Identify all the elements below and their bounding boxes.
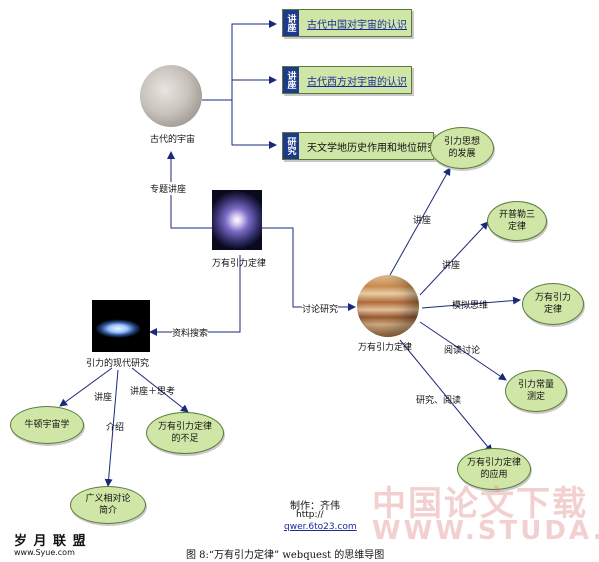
connector-galaxy-moon <box>167 151 212 229</box>
moon-image <box>140 65 202 127</box>
galaxy-image <box>212 190 262 250</box>
connector-jupiter-application <box>399 339 493 453</box>
lecture-ancient-china-link[interactable]: 古代中国对宇宙的认识 <box>307 19 407 31</box>
jupiter-image <box>357 275 419 337</box>
ellipse-kepler[interactable]: 开普勒三定律 <box>487 201 547 241</box>
ellipse-gravity-constant[interactable]: 引力常量测定 <box>505 370 567 412</box>
research-node[interactable]: 研究 天文学地历史作用和地位研究 <box>282 132 437 160</box>
url-line-1: http:// <box>296 510 324 520</box>
watermark-left: 岁 月 联 盟 <box>14 534 87 549</box>
connector-galaxy-jupiter <box>262 227 356 311</box>
discuss-research-label: 讨论研究 <box>302 302 339 315</box>
research-text: 天文学地历史作用和地位研究 <box>307 142 437 154</box>
edge-label-lecture-think: 讲座＋思考 <box>130 387 176 397</box>
research-tag: 研究 <box>283 133 299 159</box>
lecture-tag: 讲座 <box>283 10 299 36</box>
comet-image <box>92 300 150 352</box>
watermark-left-url: www.Syue.com <box>14 548 75 557</box>
connector-jupiter-law <box>421 296 521 309</box>
ellipse-newton[interactable]: 牛顿宇宙学 <box>10 406 84 444</box>
edge-label-lecture-newton: 讲座 <box>94 393 113 403</box>
ellipse-application[interactable]: 万有引力定律的应用 <box>457 448 531 490</box>
connector-jupiter-constant <box>419 321 507 381</box>
edge-label-intro: 介绍 <box>106 423 125 433</box>
connector-jupiter-thought <box>389 167 451 276</box>
lecture-node-ancient-china[interactable]: 讲座 古代中国对宇宙的认识 <box>282 9 412 37</box>
jupiter-gravity-law-label: 万有引力定律 <box>358 343 413 353</box>
edge-label-research-read: 研究、阅读 <box>416 396 462 406</box>
lecture-node-ancient-west[interactable]: 讲座 古代西方对宇宙的认识 <box>282 66 412 94</box>
ellipse-gravity-law[interactable]: 万有引力定律 <box>522 283 584 325</box>
connector-jupiter-kepler <box>419 221 489 296</box>
ancient-universe-label: 古代的宇宙 <box>150 135 196 145</box>
edge-label-model-think: 模拟思维 <box>452 301 489 311</box>
special-lecture-label: 专题讲座 <box>150 182 187 195</box>
connector-modern-relativity <box>104 369 119 487</box>
connector-moon-research <box>231 110 277 149</box>
connector-modern-newton <box>59 367 113 407</box>
edge-label-read-discuss: 阅读讨论 <box>444 346 481 356</box>
author-text: 制作：齐伟 <box>290 501 340 512</box>
ellipse-shortcoming[interactable]: 万有引力定律的不足 <box>146 412 224 454</box>
lecture-tag: 讲座 <box>283 67 299 93</box>
url-line-2[interactable]: qwer.6to23.com <box>284 522 357 532</box>
edge-label-lecture-thought: 讲座 <box>413 216 432 226</box>
modern-research-label: 引力的现代研究 <box>86 359 150 369</box>
edge-label-lecture-kepler: 讲座 <box>442 261 461 271</box>
watermark-right-cn: 中国论文下载 <box>372 484 588 524</box>
watermark-right-en: WWW.STUDA. <box>372 516 599 546</box>
ellipse-relativity[interactable]: 广义相对论简介 <box>70 486 146 524</box>
ellipse-gravity-thought[interactable]: 引力思想的发展 <box>430 127 494 169</box>
gravity-law-label: 万有引力定律 <box>212 259 267 269</box>
connector-moon-lecture1 <box>231 20 277 110</box>
connector-modern-shortcoming <box>131 367 189 413</box>
figure-caption: 图 8:“万有引力定律” webquest 的思维导图 <box>186 550 385 561</box>
material-search-label: 资料搜索 <box>172 326 209 339</box>
lecture-ancient-west-link[interactable]: 古代西方对宇宙的认识 <box>307 76 407 88</box>
